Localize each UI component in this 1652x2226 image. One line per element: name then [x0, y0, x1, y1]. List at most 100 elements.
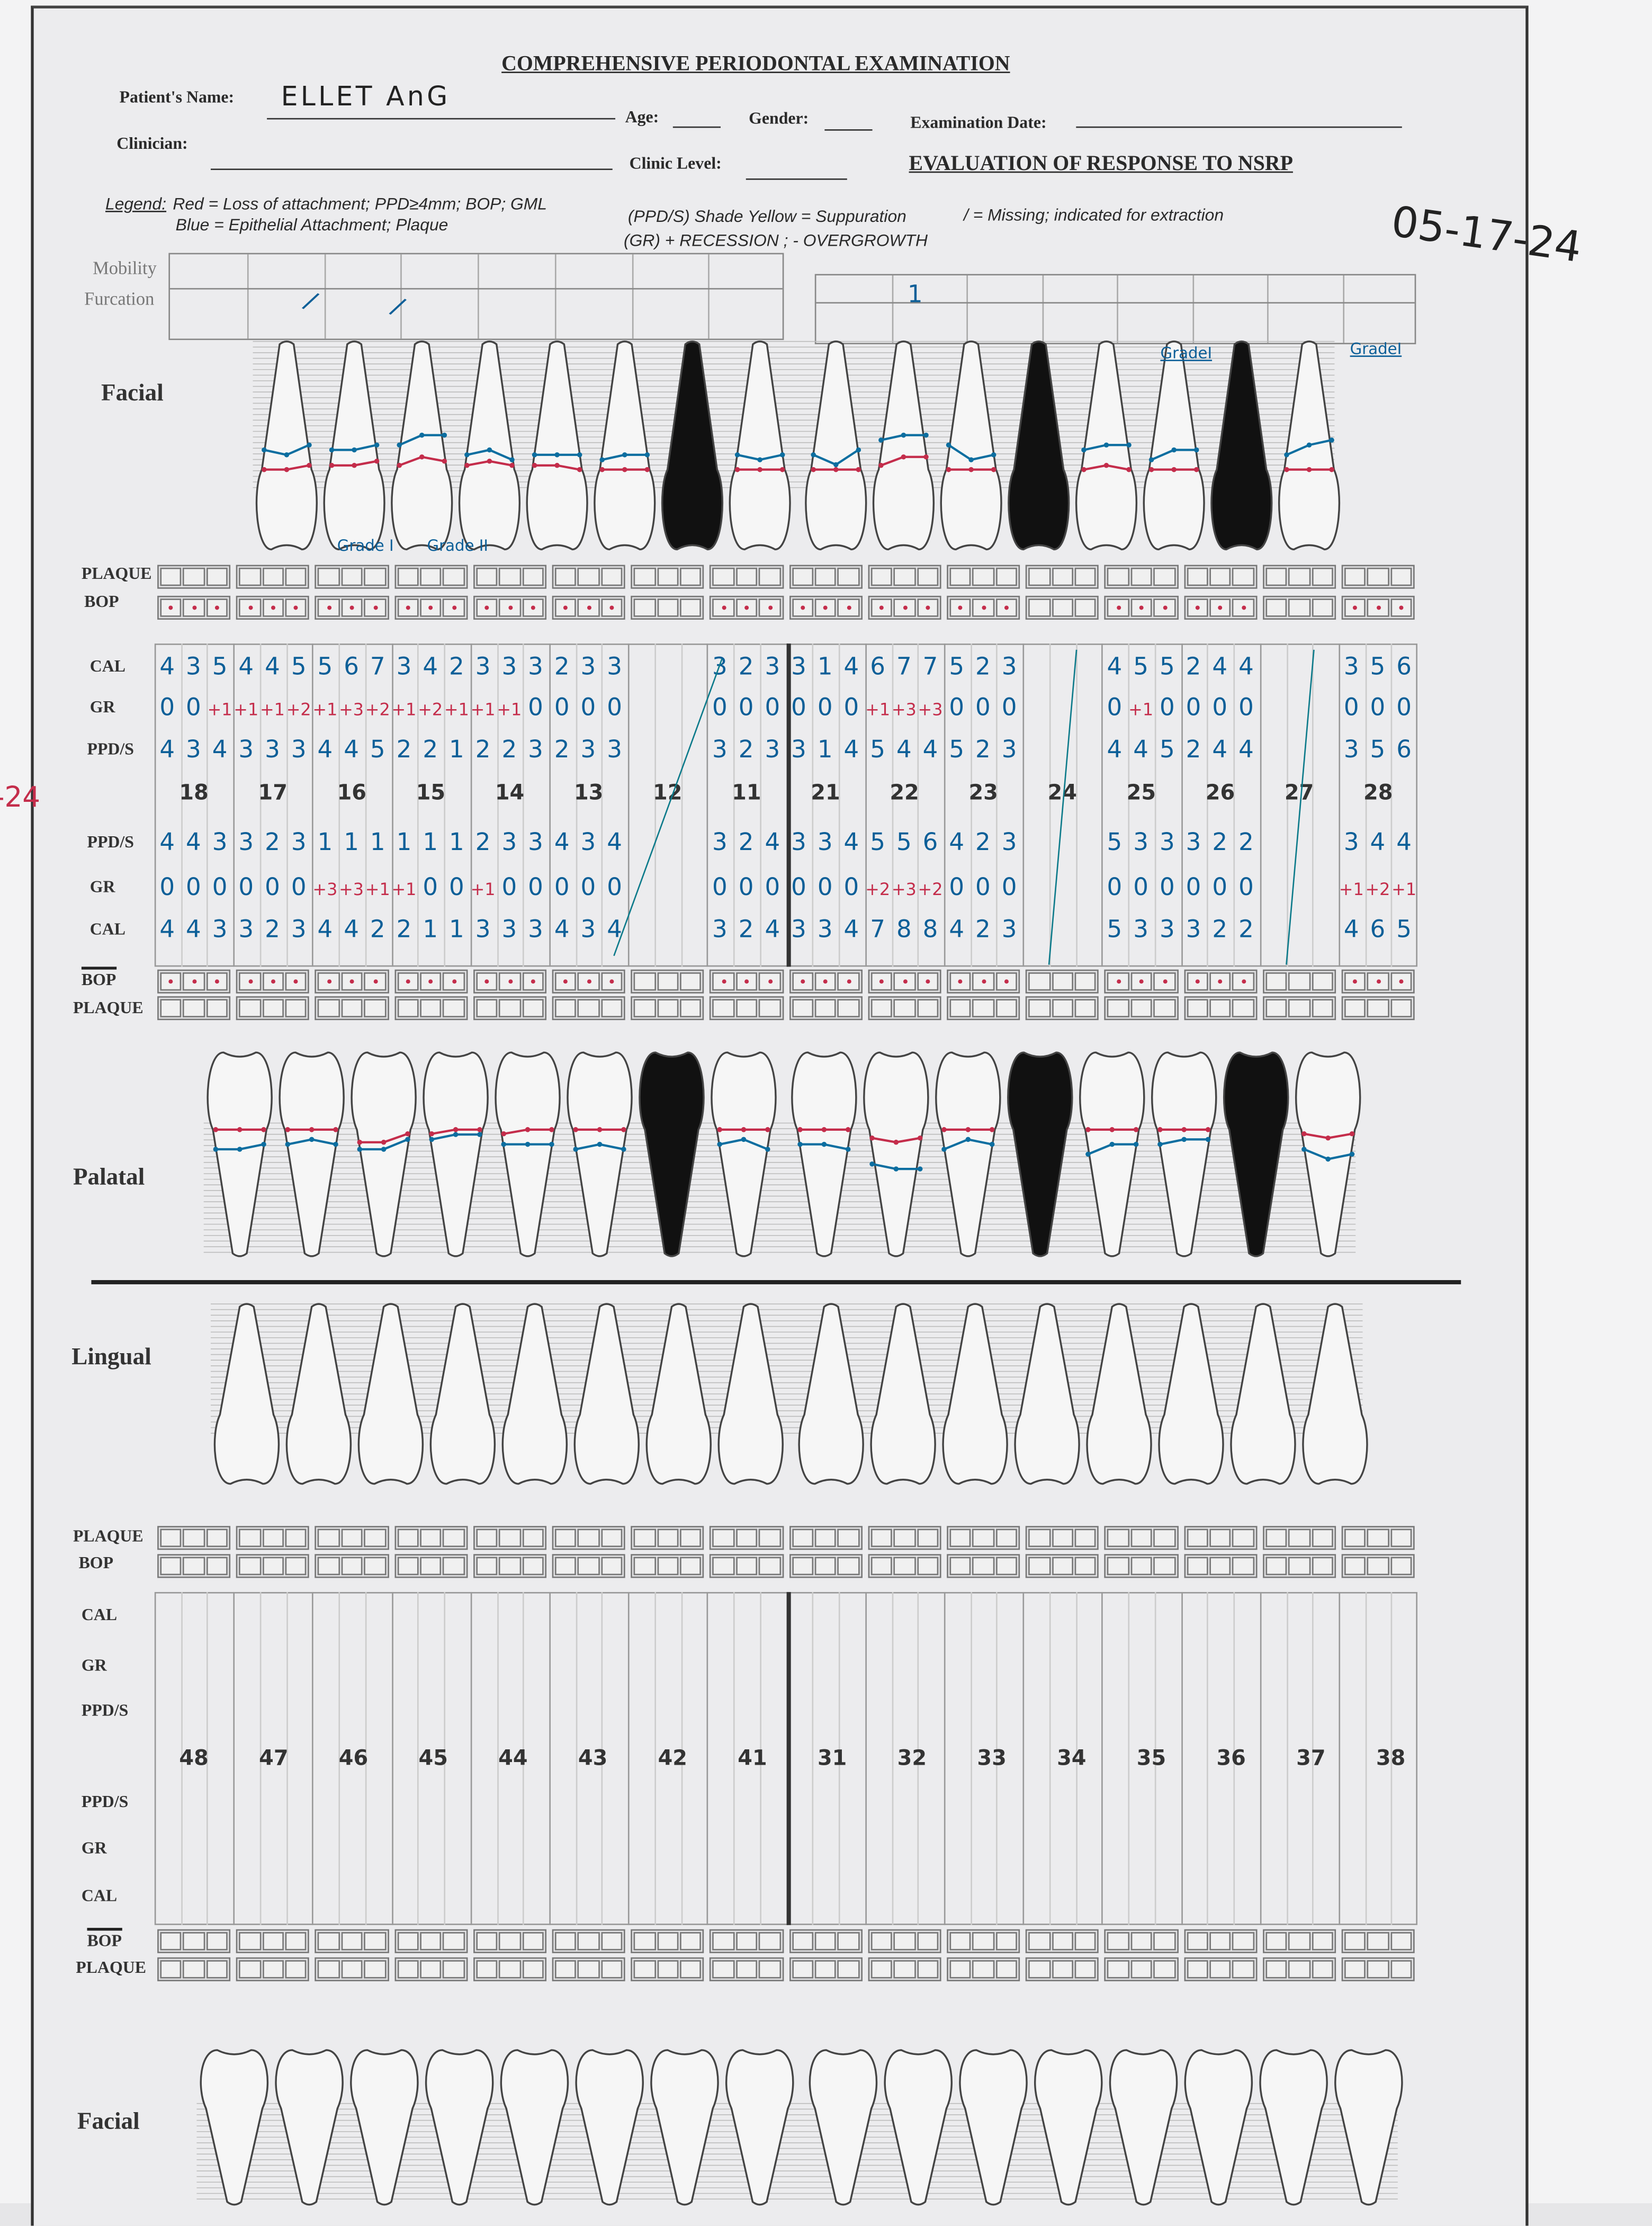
plaque-facial-site[interactable]: [206, 567, 228, 586]
tooth-16-f-ppd-site-2[interactable]: 4: [344, 736, 359, 765]
bop-facial-site[interactable]: [792, 598, 814, 617]
mobility-column[interactable]: [324, 254, 326, 339]
plaque-facial-18[interactable]: [157, 565, 231, 589]
plaque-palatal-site[interactable]: [949, 999, 972, 1017]
bop-facial-lower-site[interactable]: [1209, 1932, 1232, 1951]
mobility-column[interactable]: [708, 254, 710, 339]
tooth-25-f-gr-site-2[interactable]: +1: [1128, 700, 1154, 720]
plaque-lingual-46[interactable]: [315, 1526, 389, 1550]
bop-palatal-13[interactable]: [552, 969, 626, 994]
tooth-15-p-gr-site-3[interactable]: 0: [449, 874, 464, 902]
tooth-16-f-ppd-site-1[interactable]: 4: [317, 736, 333, 765]
tooth-28-p-gr-site-1[interactable]: +1: [1339, 879, 1364, 899]
bop-palatal-site[interactable]: [634, 972, 656, 991]
plaque-lingual-site[interactable]: [364, 1528, 386, 1548]
bop-lingual-31[interactable]: [788, 1554, 863, 1578]
tooth-21-p-ppd-site-2[interactable]: 3: [817, 829, 833, 857]
bop-lingual-32[interactable]: [868, 1554, 941, 1578]
tooth-14-p-ppd-site-1[interactable]: 2: [475, 829, 491, 857]
tooth-13-p-cal-site-1[interactable]: 4: [554, 916, 570, 944]
tooth-number-47[interactable]: 47: [259, 1745, 289, 1771]
plaque-lingual-43[interactable]: [552, 1526, 626, 1550]
tooth-16-f-ppd-site-3[interactable]: 5: [370, 736, 385, 765]
tooth-17-p-cal-site-3[interactable]: 3: [291, 916, 307, 944]
plaque-palatal-site[interactable]: [420, 999, 442, 1017]
bop-lingual-46[interactable]: [315, 1554, 389, 1578]
plaque-lingual-site[interactable]: [183, 1528, 205, 1548]
plaque-lingual-site[interactable]: [420, 1528, 442, 1548]
bop-palatal-site[interactable]: [206, 972, 228, 991]
bop-palatal-site[interactable]: [1344, 972, 1366, 991]
bop-facial-lower-43[interactable]: [552, 1929, 626, 1953]
tooth-26-f-cal-site-1[interactable]: 2: [1186, 653, 1201, 682]
plaque-palatal-17[interactable]: [236, 996, 310, 1021]
tooth-26-p-cal-site-3[interactable]: 2: [1238, 916, 1254, 944]
bop-lingual-37[interactable]: [1262, 1554, 1336, 1578]
mobility-column[interactable]: [891, 275, 893, 343]
plaque-palatal-24[interactable]: [1026, 996, 1099, 1021]
tooth-13-p-cal-site-2[interactable]: 3: [580, 916, 596, 944]
tooth-26-f-ppd-site-3[interactable]: 4: [1238, 736, 1254, 765]
plaque-palatal-site[interactable]: [206, 999, 228, 1017]
plaque-facial-22[interactable]: [868, 565, 941, 589]
bop-facial-lower-33[interactable]: [947, 1929, 1020, 1953]
bop-lingual-38[interactable]: [1341, 1554, 1415, 1578]
plaque-facial-lower-37[interactable]: [1262, 1957, 1336, 1981]
plaque-facial-site[interactable]: [1028, 567, 1051, 586]
plaque-facial-lower-site[interactable]: [1028, 1960, 1051, 1979]
bop-lingual-site[interactable]: [634, 1557, 656, 1576]
plaque-lingual-site[interactable]: [341, 1528, 363, 1548]
tooth-21-f-cal-site-3[interactable]: 4: [843, 653, 859, 682]
plaque-lingual-site[interactable]: [1186, 1528, 1208, 1548]
plaque-palatal-site[interactable]: [735, 999, 758, 1017]
bop-lingual-site[interactable]: [713, 1557, 734, 1576]
plaque-facial-lower-41[interactable]: [710, 1957, 784, 1981]
tooth-16-p-gr-site-3[interactable]: +1: [365, 879, 390, 899]
plaque-palatal-site[interactable]: [759, 999, 780, 1017]
bop-facial-site[interactable]: [285, 598, 307, 617]
plaque-facial-site[interactable]: [522, 567, 544, 586]
plaque-facial-lower-site[interactable]: [1288, 1960, 1310, 1979]
plaque-facial-site[interactable]: [870, 567, 893, 586]
tooth-17-f-gr-site-2[interactable]: +1: [259, 700, 285, 720]
plaque-facial-site[interactable]: [917, 567, 939, 586]
bop-palatal-site[interactable]: [160, 972, 182, 991]
tooth-23-f-cal-site-1[interactable]: 5: [949, 653, 965, 682]
bop-palatal-site[interactable]: [995, 972, 1018, 991]
patient-name-value[interactable]: ELLET AnG: [281, 81, 451, 113]
tooth-25-p-ppd-site-1[interactable]: 5: [1107, 829, 1123, 857]
bop-lingual-site[interactable]: [262, 1557, 284, 1576]
plaque-lingual-33[interactable]: [947, 1526, 1020, 1550]
plaque-palatal-25[interactable]: [1105, 996, 1178, 1021]
bop-facial-28[interactable]: [1341, 595, 1415, 620]
plaque-facial-16[interactable]: [315, 565, 389, 589]
plaque-facial-lower-site[interactable]: [341, 1960, 363, 1979]
bop-facial-site[interactable]: [1232, 598, 1254, 617]
bop-facial-lower-site[interactable]: [364, 1932, 386, 1951]
tooth-number-21[interactable]: 21: [811, 780, 840, 806]
tooth-21-f-ppd-site-2[interactable]: 1: [817, 736, 833, 765]
bop-lingual-42[interactable]: [631, 1554, 705, 1578]
bop-facial-lower-site[interactable]: [1153, 1932, 1175, 1951]
bop-facial-site[interactable]: [893, 598, 915, 617]
tooth-number-28[interactable]: 28: [1363, 780, 1393, 806]
plaque-facial-lower-36[interactable]: [1183, 1957, 1257, 1981]
tooth-18-f-gr-site-1[interactable]: 0: [159, 694, 175, 722]
plaque-lingual-site[interactable]: [634, 1528, 656, 1548]
plaque-lingual-site[interactable]: [1052, 1528, 1073, 1548]
plaque-lingual-site[interactable]: [1344, 1528, 1366, 1548]
plaque-facial-lower-site[interactable]: [1311, 1960, 1333, 1979]
tooth-23-f-gr-site-1[interactable]: 0: [949, 694, 965, 722]
bop-facial-site[interactable]: [1344, 598, 1366, 617]
bop-facial-lower-34[interactable]: [1026, 1929, 1099, 1953]
bop-lingual-site[interactable]: [160, 1557, 182, 1576]
tooth-22-f-ppd-site-2[interactable]: 4: [896, 736, 912, 765]
bop-facial-lower-38[interactable]: [1341, 1929, 1415, 1953]
bop-lingual-site[interactable]: [870, 1557, 893, 1576]
tooth-22-p-ppd-site-2[interactable]: 5: [896, 829, 912, 857]
tooth-25-p-cal-site-2[interactable]: 3: [1133, 916, 1148, 944]
mobility-furcation-grid-left-quadrant[interactable]: [814, 274, 1416, 345]
plaque-facial-17[interactable]: [236, 565, 310, 589]
bop-facial-site[interactable]: [1153, 598, 1175, 617]
bop-facial-11[interactable]: [710, 595, 784, 620]
